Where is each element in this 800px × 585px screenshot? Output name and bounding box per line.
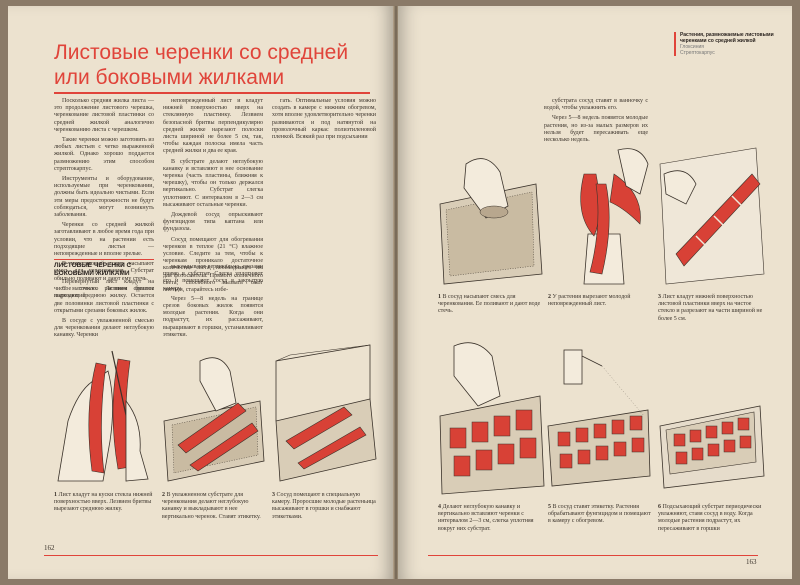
sidebar-plant: Глоксиния	[680, 44, 704, 50]
illustration-propagator	[275, 344, 377, 482]
paragraph: В субстрате делают неглубокую канавку и …	[163, 158, 263, 208]
sidebar-plant: Стрептокарпус	[680, 50, 715, 56]
paragraph: Перевернутый лист кладут на чистое стекл…	[54, 279, 154, 314]
right-page: Растения, размножаемые листовыми черенка…	[398, 6, 792, 579]
illustration-tray-in-water	[659, 405, 765, 489]
caption-2: 2 У растения вырезают молодой неповрежде…	[548, 294, 631, 308]
paragraph: выкладывают вертикально, срезами прямо в…	[163, 264, 263, 292]
page-title: Листовые черенки со средней или боковыми…	[54, 41, 349, 89]
paragraph: Посколько средняя жилка листа — это прод…	[54, 98, 154, 133]
illustration-cutting-leaf	[57, 350, 149, 482]
illustration-slicing-leaf	[659, 147, 765, 285]
illustration-inserting-cuttings	[163, 357, 265, 482]
illustration-cutting-leaf-from-plant	[580, 148, 649, 285]
caption-6: 6 Подсыхающий субстрат периодически увла…	[658, 504, 762, 532]
illustration-filling-pot	[439, 158, 543, 285]
sidebar-note: Растения, размножаемые листовыми черенка…	[674, 32, 784, 56]
page-number: 163	[746, 558, 757, 566]
caption-3: 3 Сосуд помещают в специальную камеру. П…	[272, 492, 376, 520]
paragraph: Инструменты и оборудование, используемые…	[54, 176, 154, 219]
paragraph: С маточного растения срезают подходящий	[54, 285, 154, 300]
paragraph: Через 5—8 недель на границе срезов боков…	[163, 295, 263, 338]
paragraph: неповрежденный лист и кладут нижней пове…	[163, 98, 263, 155]
book-gutter	[393, 6, 399, 579]
text-column-a: субстрата сосуд ставят в ванночку с водо…	[544, 98, 648, 147]
sub-text-column-2: выкладывают вертикально, срезами прямо в…	[163, 264, 263, 342]
caption-2: 2 В увлажненном субстрате для черенкован…	[162, 492, 261, 520]
illustration-spraying	[547, 349, 651, 487]
subheading: ЛИСТОВЫЕ ЧЕРЕНКИ С БОКОВЫМИ ЖИЛКАМИ	[54, 262, 132, 277]
paragraph: гать. Оптимальные условия можно создать …	[272, 98, 376, 141]
paragraph: В сосуде с увлажненной смесью для черенк…	[54, 318, 154, 339]
subheading-rule	[54, 259, 154, 260]
footer-rule	[44, 555, 378, 556]
caption-1: 1 В сосуд насыпают смесь для черенковани…	[438, 294, 541, 315]
text-column-2: неповрежденный лист и кладут нижней пове…	[163, 98, 263, 297]
caption-3: 3 Лист кладут нижней поверхностью листов…	[658, 294, 763, 322]
caption-5: 5 В сосуд ставят этикетку. Растения обра…	[548, 504, 651, 525]
footer-rule	[428, 555, 758, 556]
paragraph: Черенки со средней жилкой заготавливают …	[54, 222, 154, 258]
sidebar-heading: Растения, размножаемые листовыми черенка…	[680, 32, 774, 44]
left-page: Листовые черенки со средней или боковыми…	[8, 6, 394, 579]
illustration-inserting-leaf-pieces	[439, 342, 545, 495]
caption-4: 4 Делают неглубокую канавку и вертикальн…	[438, 504, 534, 532]
caption-1: 1 Лист кладут на куски стекла нижней пов…	[54, 492, 153, 513]
paragraph: В пластиковый сосуд насыпают смесь для ч…	[54, 261, 154, 282]
paragraph: Сосуд помещают для обогревания черенков …	[163, 236, 263, 294]
text-column-1: Посколько средняя жилка листа — это прод…	[54, 98, 154, 303]
paragraph: Такие черенки можно заготовить из любых …	[54, 137, 154, 172]
paragraph: Дождевой сосуд опрыскивают фунгицидом ти…	[163, 212, 263, 233]
sub-text-column-1: Перевернутый лист кладут на чистое стекл…	[54, 279, 154, 343]
paragraph: субстрата сосуд ставят в ванночку с водо…	[544, 98, 648, 112]
paragraph: Через 5—8 недель появятся молодые растен…	[544, 115, 648, 144]
page-number: 162	[44, 544, 55, 552]
text-column-3: гать. Оптимальные условия можно создать …	[272, 98, 376, 144]
title-rule	[54, 92, 370, 94]
